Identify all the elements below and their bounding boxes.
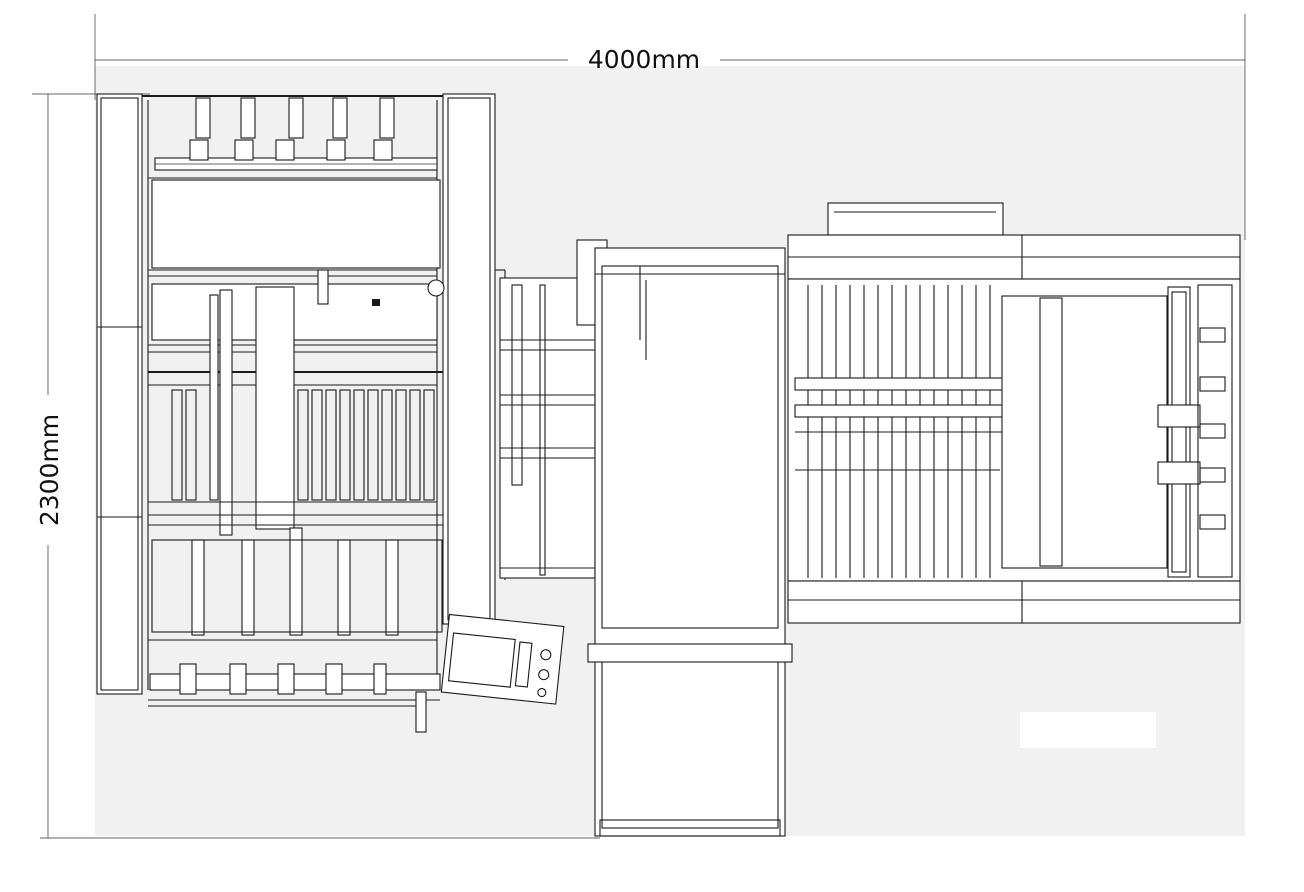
top-grippers [189, 97, 395, 161]
height-dimension-label: 2300mm [35, 414, 64, 526]
bottom-clamps [179, 663, 387, 695]
left-module [96, 93, 506, 733]
center-table [576, 239, 793, 837]
rollers [171, 389, 435, 501]
height-dimension: 2300mm [32, 93, 600, 839]
control-panel [440, 613, 565, 705]
width-dimension: 4000mm [94, 14, 1246, 240]
blank-patch [1020, 712, 1156, 748]
connecting-conveyor [499, 277, 596, 579]
width-dimension-label: 4000mm [588, 45, 700, 74]
right-module [787, 202, 1241, 624]
